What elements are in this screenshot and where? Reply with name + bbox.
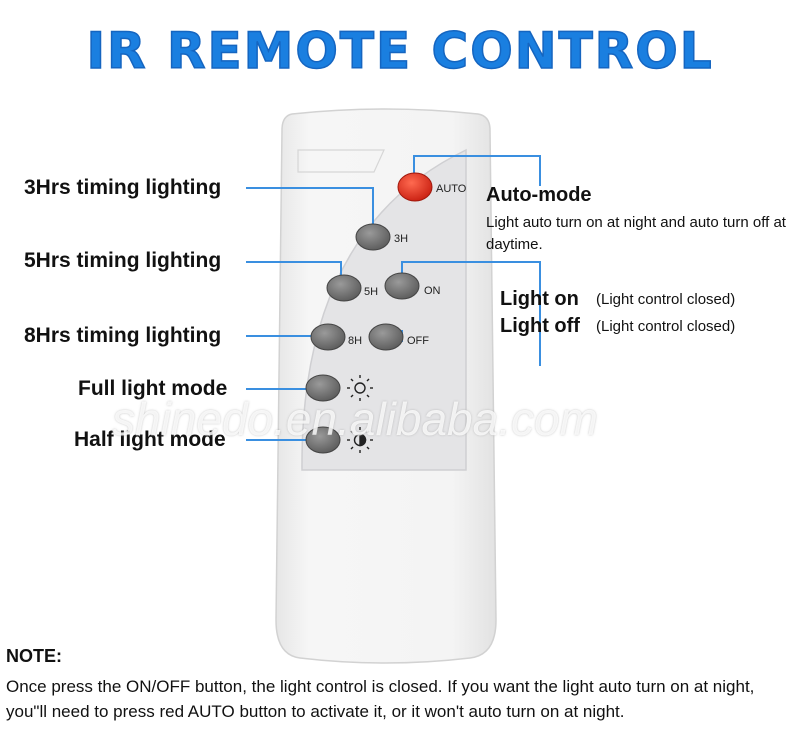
auto-mode-description: Light auto turn on at night and auto tur… <box>486 214 786 253</box>
5h-button-label: 5H <box>364 286 378 298</box>
watermark: shinedo.en.alibaba.com <box>112 393 598 445</box>
note-heading: NOTE: <box>6 646 62 666</box>
light-on-note: (Light control closed) <box>596 291 736 308</box>
remote-top-recess <box>297 149 385 173</box>
sun-icon <box>347 375 373 401</box>
leader-lines <box>246 155 541 441</box>
light-off-note: (Light control closed) <box>596 318 736 335</box>
3h-button[interactable]: 3H <box>355 223 408 251</box>
8h-button[interactable]: 8H <box>310 323 362 351</box>
auto-button-label: AUTO <box>436 183 467 195</box>
3h-button-label: 3H <box>394 233 408 245</box>
full-light-button[interactable] <box>305 374 341 402</box>
8h-button-label: 8H <box>348 335 362 347</box>
note-text: Once press the ON/OFF button, the light … <box>6 677 755 721</box>
off-button[interactable]: OFF <box>368 323 429 351</box>
on-button-label: ON <box>424 285 441 297</box>
auto-button[interactable]: AUTO <box>397 172 467 202</box>
half-sun-icon <box>347 427 373 453</box>
label-5hrs-timing: 5Hrs timing lighting <box>24 249 222 272</box>
label-light-off: Light off <box>500 315 580 337</box>
label-light-on: Light on <box>500 288 579 310</box>
label-full-light-mode: Full light mode <box>78 377 228 400</box>
off-button-label: OFF <box>407 335 429 347</box>
label-auto-mode: Auto-mode <box>486 184 592 206</box>
on-button[interactable]: ON <box>384 272 441 300</box>
page-title: IR REMOTE CONTROL <box>86 21 714 81</box>
label-3hrs-timing: 3Hrs timing lighting <box>24 176 222 199</box>
label-half-light-mode: Half light mode <box>74 428 226 451</box>
half-light-button[interactable] <box>305 426 341 454</box>
label-8hrs-timing: 8Hrs timing lighting <box>24 324 222 347</box>
5h-button[interactable]: 5H <box>326 274 378 302</box>
